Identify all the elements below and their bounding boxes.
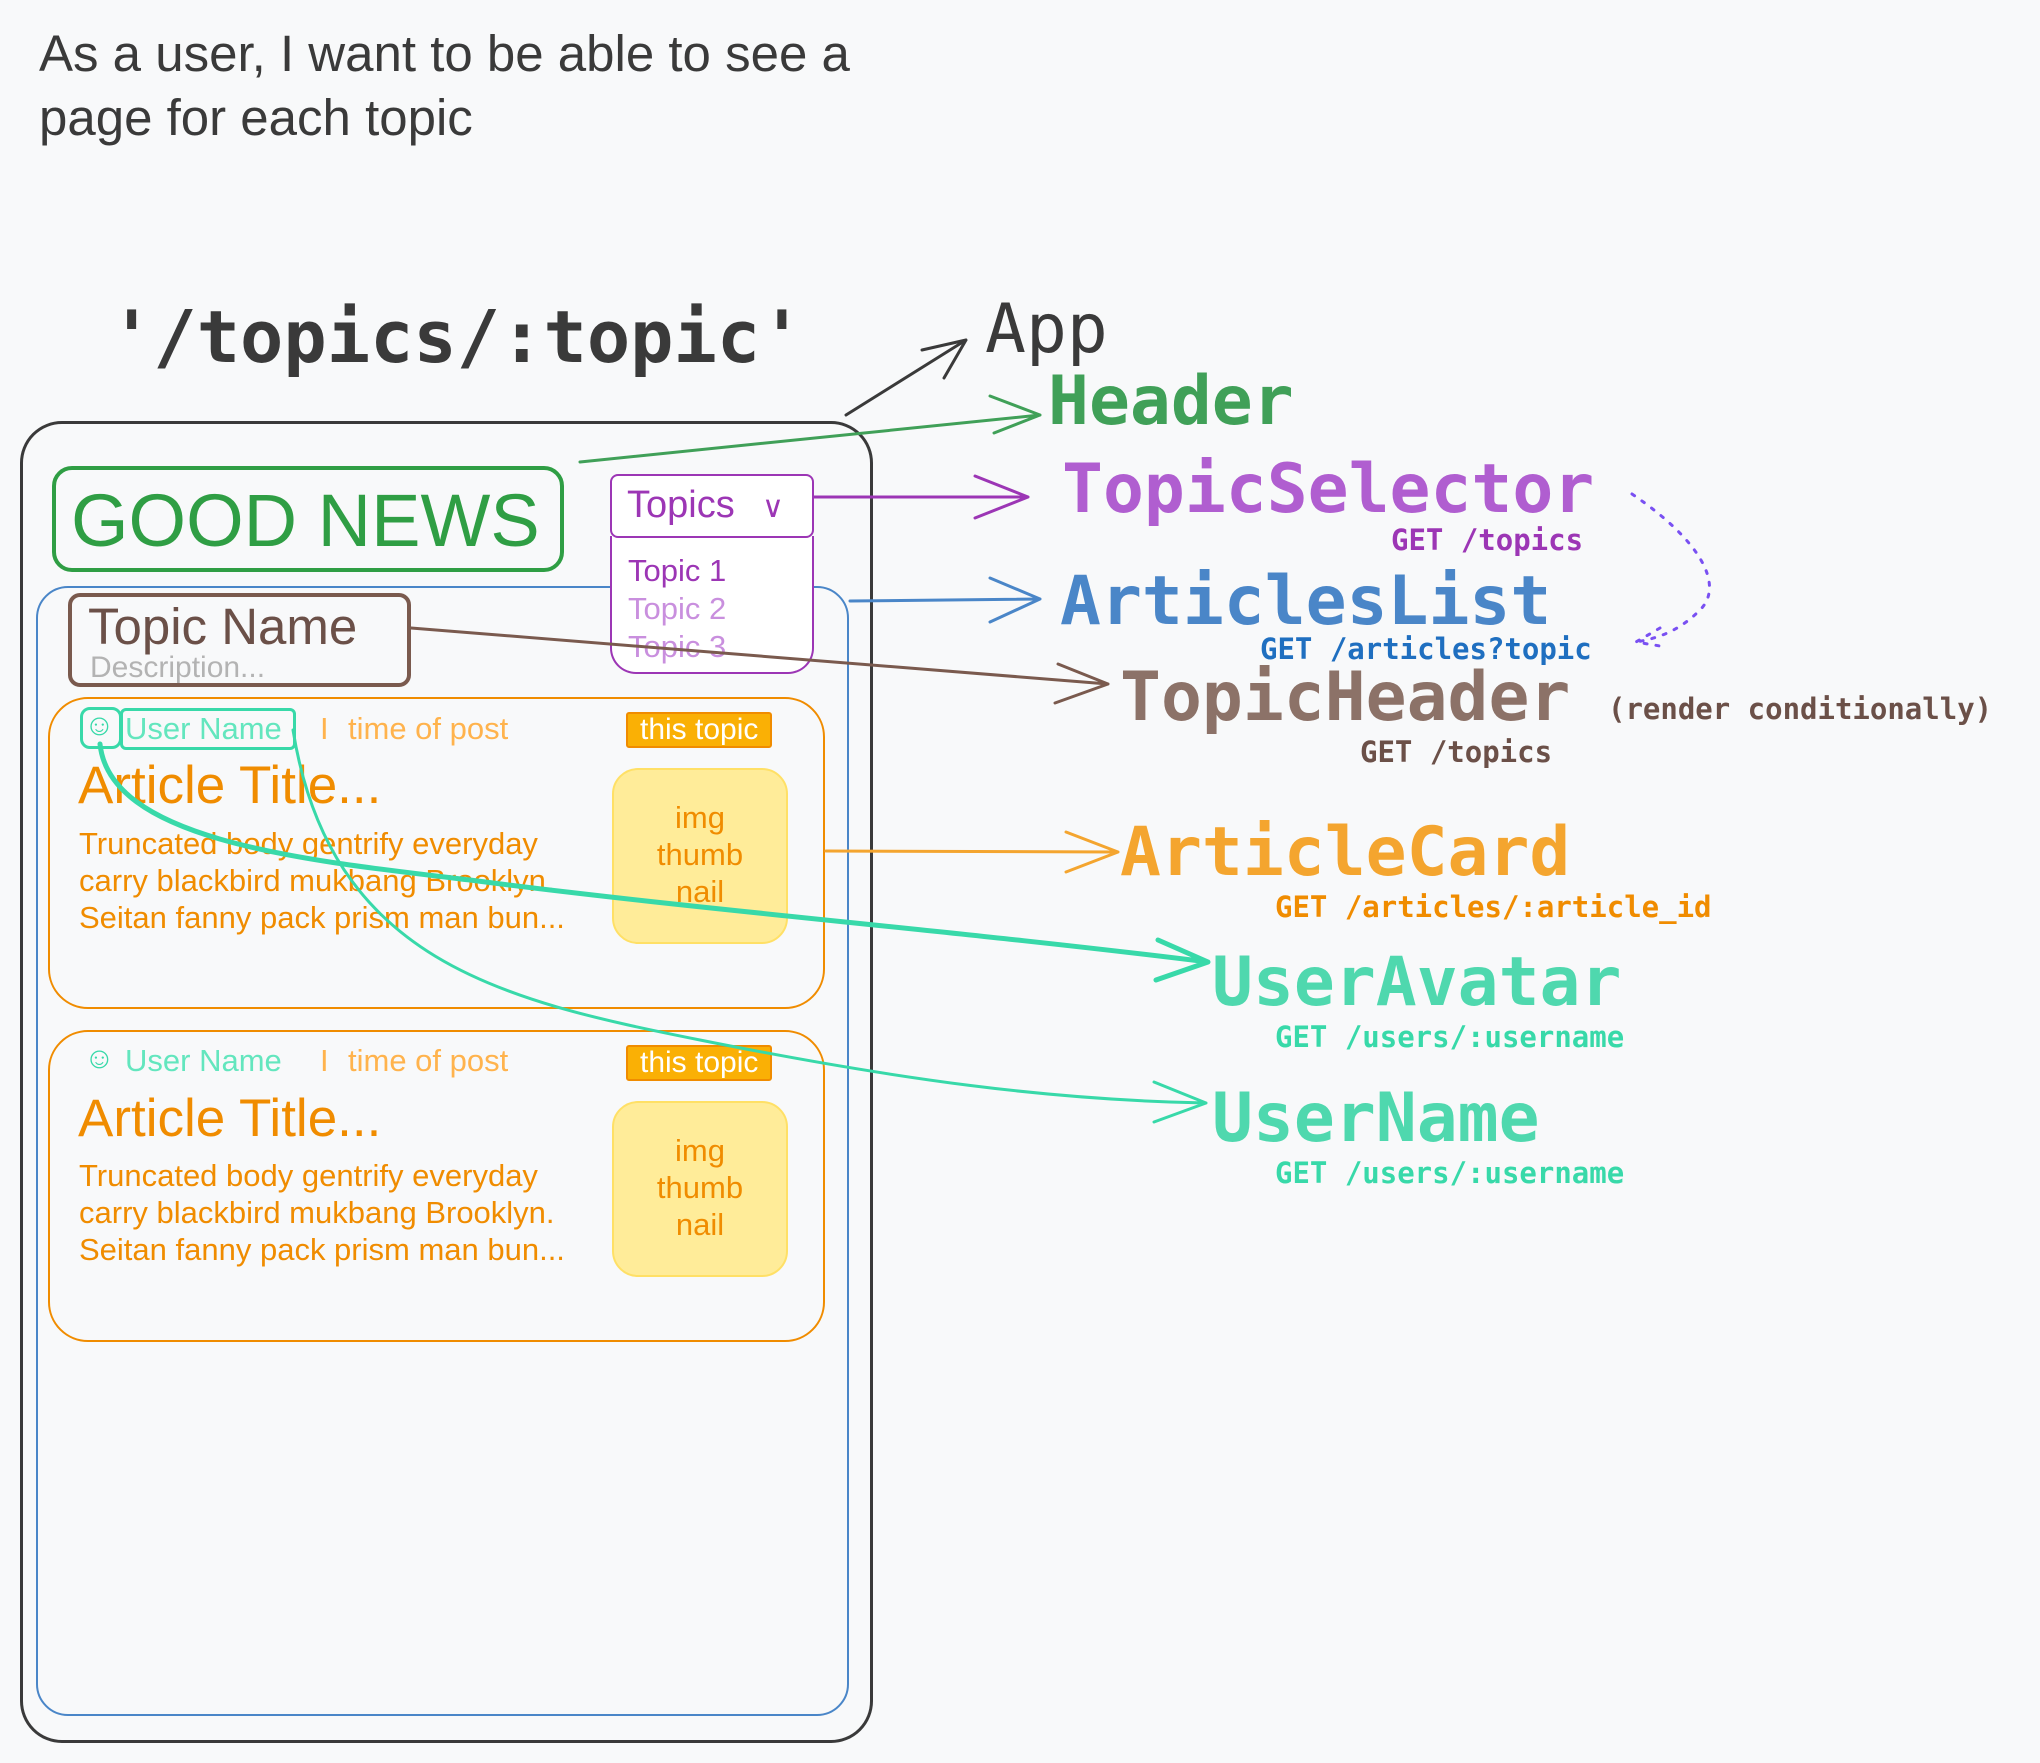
component-name: ArticleCard xyxy=(1120,813,1571,892)
user-avatar-arrow xyxy=(97,741,1211,983)
smiley-avatar-icon[interactable]: ☺ xyxy=(84,1042,115,1075)
user-name-arrow xyxy=(291,728,1208,1124)
user-story: As a user, I want to be able to see a pa… xyxy=(39,25,850,146)
route-path: '/topics/:topic' xyxy=(110,295,804,379)
chevron-down-icon[interactable]: ∨ xyxy=(762,491,784,524)
api-call: GET /articles?topic xyxy=(1260,632,1592,666)
article-card[interactable] xyxy=(48,697,825,1009)
article-body-line: Truncated body gentrify everyday xyxy=(79,1158,538,1193)
logo-box xyxy=(52,466,564,572)
component-name: Header xyxy=(1048,362,1294,441)
dotted-arrow xyxy=(1630,492,1711,648)
topic-name: Topic Name xyxy=(88,598,358,655)
article-body-line: Seitan fanny pack prism man bun... xyxy=(79,900,565,935)
topics-dropdown[interactable] xyxy=(610,474,814,538)
thumbnail-label-line: thumb xyxy=(656,1170,744,1205)
topic-header-box xyxy=(68,593,411,687)
article-card[interactable] xyxy=(48,1030,825,1342)
user-name[interactable]: User Name xyxy=(125,711,282,746)
thumbnail-label-line: nail xyxy=(675,1207,725,1242)
article-body-line: carry blackbird mukbang Brooklyn. xyxy=(79,1195,555,1230)
article-body-line: Seitan fanny pack prism man bun... xyxy=(79,1232,565,1267)
logo: GOOD NEWS xyxy=(71,479,540,562)
component-name: UserAvatar xyxy=(1212,943,1622,1022)
api-call: GET /topics xyxy=(1391,523,1584,557)
thumbnail-label-line: img xyxy=(675,800,725,835)
thumbnail-label-line: img xyxy=(675,1133,725,1168)
component-name: App xyxy=(985,290,1108,369)
topic-option[interactable]: Topic 2 xyxy=(628,591,727,626)
app-arrow xyxy=(844,338,968,417)
topic-option[interactable]: Topic 1 xyxy=(628,553,727,588)
header-arrow xyxy=(578,394,1042,464)
article-thumbnail[interactable] xyxy=(612,1101,788,1277)
article-card-arrow xyxy=(824,830,1120,874)
post-time: time of post xyxy=(348,1043,509,1078)
thumbnail-label-line: thumb xyxy=(656,837,744,872)
topics-dropdown-label: Topics xyxy=(627,484,735,526)
topic-description: Description... xyxy=(90,651,266,684)
api-call: GET /users/:username xyxy=(1275,1156,1625,1190)
post-time: time of post xyxy=(348,711,509,746)
api-call: GET /users/:username xyxy=(1275,1020,1625,1054)
article-title[interactable]: Article Title... xyxy=(78,756,382,815)
article-body-line: Truncated body gentrify everyday xyxy=(79,826,538,861)
component-name: ArticlesList xyxy=(1060,562,1552,641)
user-name[interactable]: User Name xyxy=(125,1043,282,1078)
topic-selector-arrow xyxy=(812,474,1030,520)
separator: I xyxy=(320,711,329,746)
topic-header-arrow xyxy=(409,626,1110,705)
api-call: GET /articles/:article_id xyxy=(1275,890,1712,924)
articles-list-arrow xyxy=(848,576,1042,624)
topic-badge[interactable]: this topic xyxy=(626,712,773,748)
separator: I xyxy=(320,1043,329,1078)
component-note: (render conditionally) xyxy=(1608,692,1993,726)
article-title[interactable]: Article Title... xyxy=(78,1089,382,1148)
topic-badge[interactable]: this topic xyxy=(626,1045,773,1081)
component-name: UserName xyxy=(1212,1079,1540,1158)
username-highlight xyxy=(120,708,296,750)
api-call: GET /topics xyxy=(1360,735,1553,769)
component-name: TopicSelector xyxy=(1062,450,1595,529)
component-name: TopicHeader xyxy=(1120,658,1571,737)
smiley-avatar-icon[interactable]: ☺ xyxy=(84,709,115,742)
articles-list-frame xyxy=(36,586,849,1716)
app-frame xyxy=(20,421,873,1743)
